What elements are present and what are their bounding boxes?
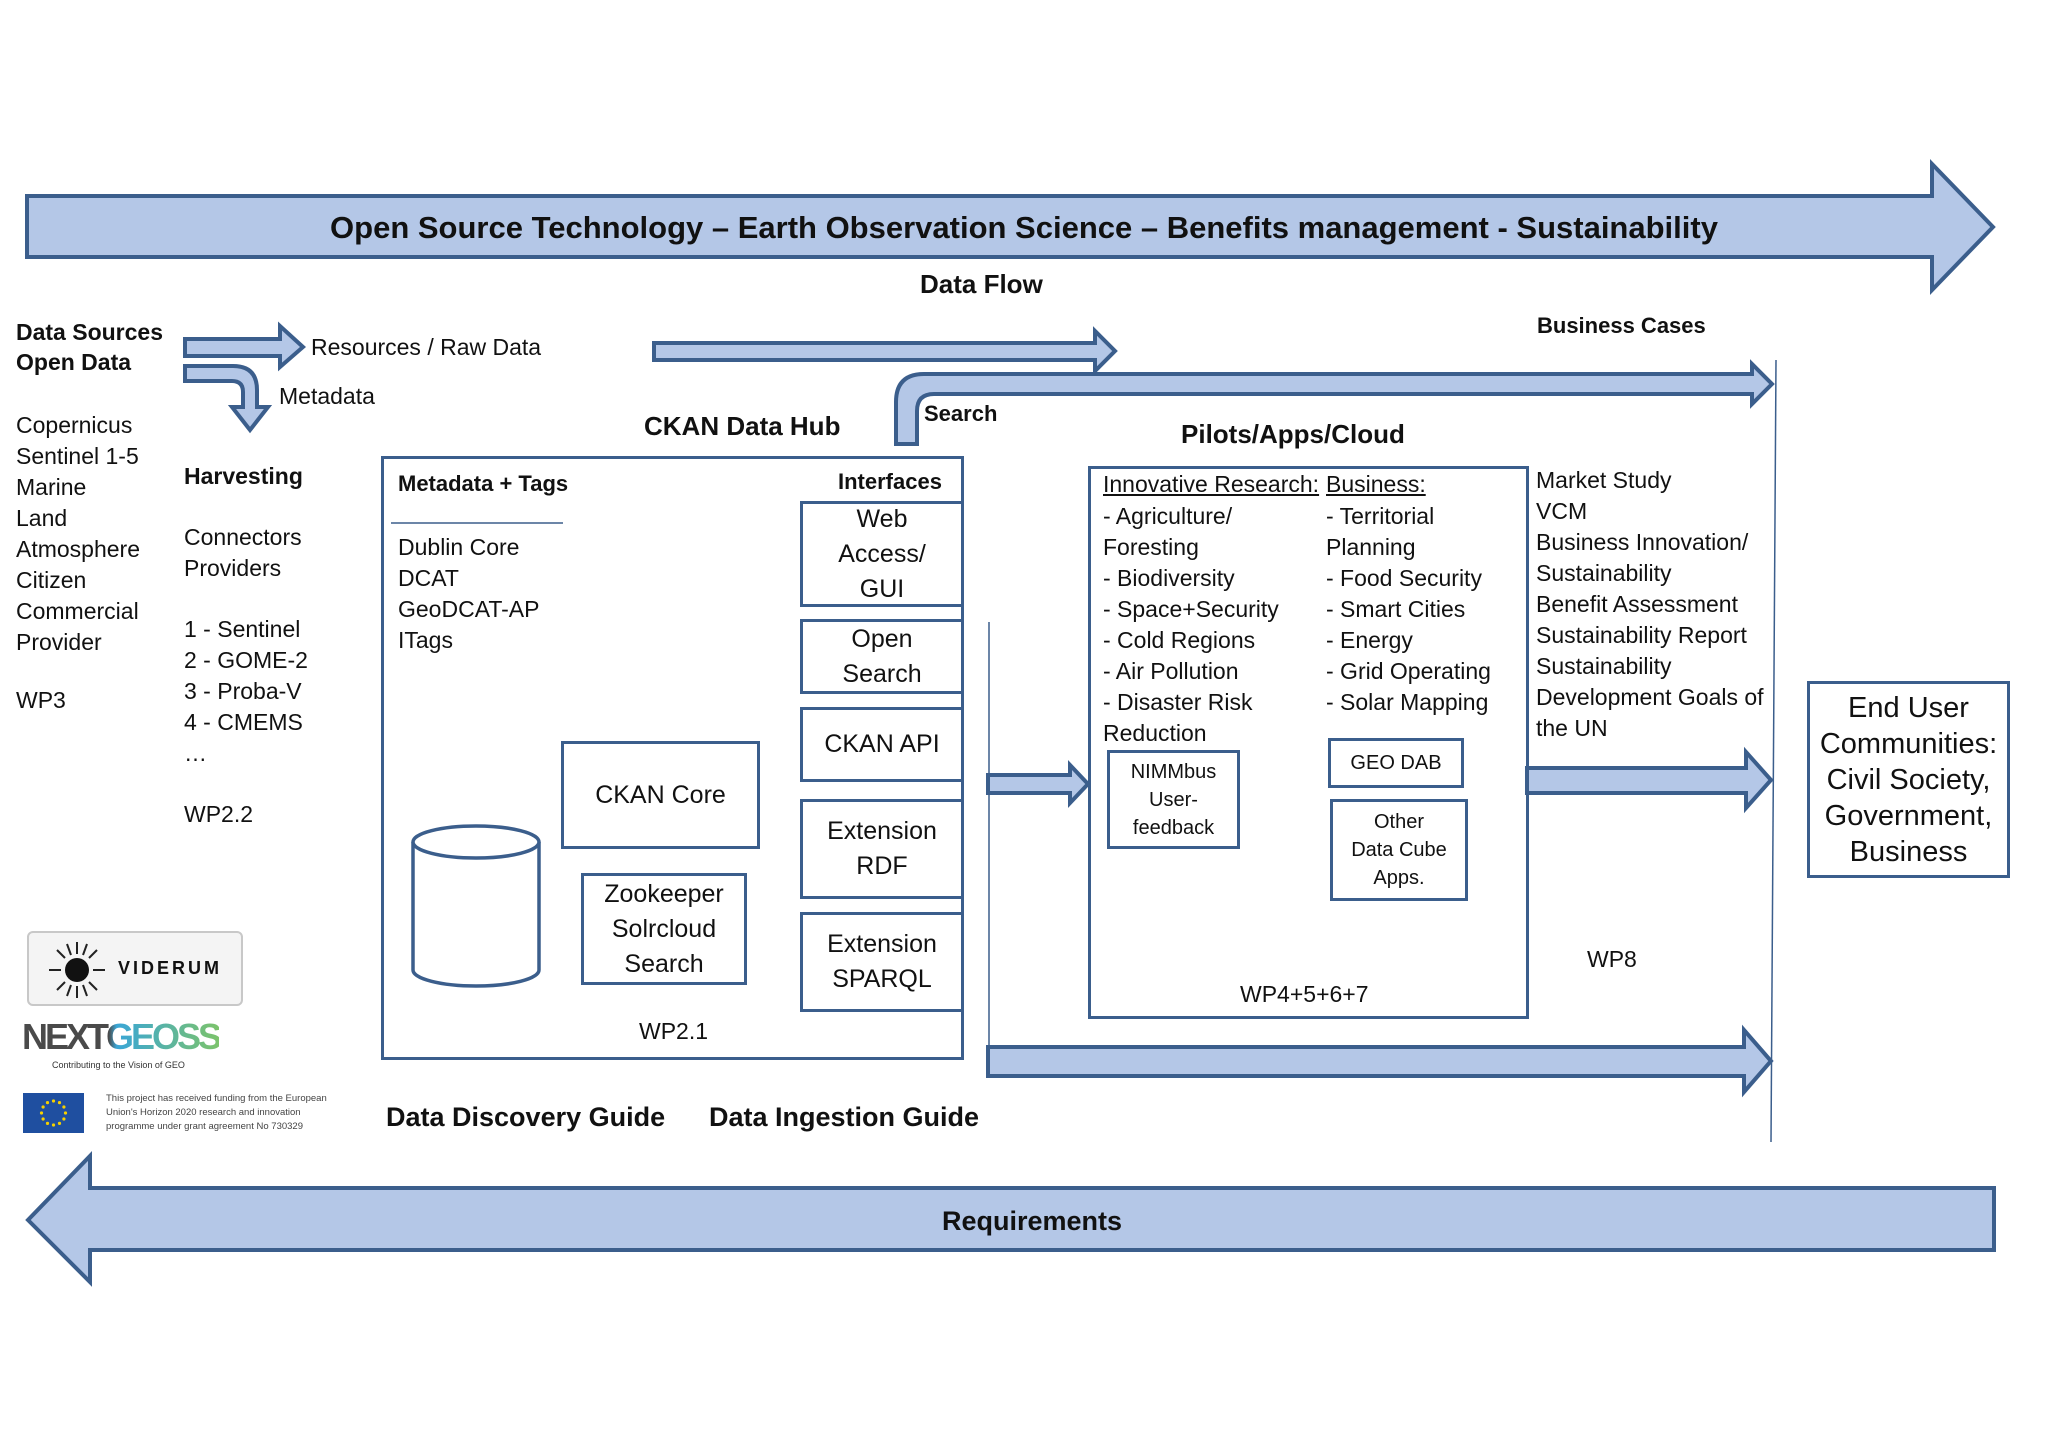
- requirements-arrow: [25, 1151, 1996, 1287]
- metadata-arrow: [183, 364, 273, 434]
- eu-flag-icon: [23, 1093, 84, 1133]
- interface-extension-sparql-box: Extension SPARQL: [800, 912, 964, 1012]
- interface-web-access-box: Web Access/ GUI: [800, 501, 964, 607]
- ckan-title: CKAN Data Hub: [644, 411, 841, 441]
- banner-title: Open Source Technology – Earth Observati…: [330, 210, 1718, 245]
- nimmbus-box: NIMMbus User- feedback: [1107, 750, 1240, 849]
- business-cases-label: Business Cases: [1537, 313, 1706, 338]
- research-list: - Agriculture/ Foresting - Biodiversity …: [1103, 503, 1279, 746]
- to-business-arrow: [1525, 746, 1774, 814]
- viderum-logo: VIDERUM: [27, 931, 243, 1006]
- geo-dab-box: GEO DAB: [1328, 738, 1464, 788]
- harvesting-title: Harvesting: [184, 463, 303, 489]
- resources-arrow: [183, 321, 307, 372]
- interface-open-search-box: Open Search: [800, 619, 964, 694]
- viderum-text: VIDERUM: [118, 958, 223, 978]
- end-user-box: End User Communities: Civil Society, Gov…: [1807, 681, 2010, 878]
- business-list: - Territorial Planning - Food Security -…: [1326, 503, 1491, 715]
- metadata-label: Metadata: [279, 383, 375, 409]
- metadata-tags-label: Metadata + Tags: [398, 471, 569, 496]
- harvesting-wp: WP2.2: [184, 801, 254, 827]
- data-discovery-guide: Data Discovery Guide: [386, 1102, 666, 1132]
- eu-stars-icon: [39, 1099, 68, 1127]
- business-wp: WP8: [1587, 946, 1637, 972]
- data-sources-wp: WP3: [16, 687, 66, 713]
- interface-ckan-api-box: CKAN API: [800, 707, 964, 782]
- eu-funding-note: This project has received funding from t…: [106, 1093, 327, 1132]
- business-cases-list: Market Study VCM Business Innovation/ Su…: [1536, 467, 1764, 741]
- business-heading: Business:: [1326, 471, 1426, 497]
- zookeeper-box: Zookeeper Solrcloud Search: [581, 873, 747, 985]
- data-ingestion-guide: Data Ingestion Guide: [709, 1102, 980, 1132]
- to-pilots-arrow: [986, 759, 1091, 809]
- database-icon: [411, 824, 541, 988]
- pilots-box: [1088, 466, 1529, 1019]
- pilots-title: Pilots/Apps/Cloud: [1181, 419, 1405, 449]
- interfaces-label: Interfaces: [838, 469, 942, 494]
- nextgeoss-tagline: Contributing to the Vision of GEO: [52, 1060, 185, 1070]
- harvesting-sub: Connectors Providers: [184, 524, 302, 581]
- data-sources-list: Copernicus Sentinel 1-5 Marine Land Atmo…: [16, 412, 141, 655]
- bottom-flow-arrow: [986, 1024, 1774, 1098]
- ckan-wp: WP2.1: [639, 1018, 709, 1044]
- harvesting-list: 1 - Sentinel 2 - GOME-2 3 - Proba-V 4 - …: [184, 616, 308, 766]
- search-label: Search: [924, 401, 998, 426]
- viderum-icon: [49, 942, 105, 998]
- interface-extension-rdf-box: Extension RDF: [800, 799, 964, 899]
- pilots-wp: WP4+5+6+7: [1240, 981, 1369, 1007]
- research-heading: Innovative Research:: [1103, 471, 1320, 497]
- data-flow-arrow: [652, 326, 1118, 376]
- divider-line-right: [1770, 359, 1777, 1143]
- ckan-core-box: CKAN Core: [561, 741, 760, 849]
- requirements-label: Requirements: [941, 1206, 1123, 1236]
- data-flow-label: Data Flow: [920, 269, 1043, 299]
- data-sources-title: Data Sources Open Data: [16, 319, 164, 375]
- metadata-standards: Dublin Core DCAT GeoDCAT-AP ITags: [398, 534, 540, 653]
- other-apps-box: Other Data Cube Apps.: [1330, 799, 1468, 901]
- search-arrow: [894, 359, 1775, 446]
- nextgeoss-logo: NEXTGEOSS: [22, 1014, 222, 1061]
- banner-arrow: [25, 159, 1996, 295]
- resources-label: Resources / Raw Data: [311, 334, 542, 360]
